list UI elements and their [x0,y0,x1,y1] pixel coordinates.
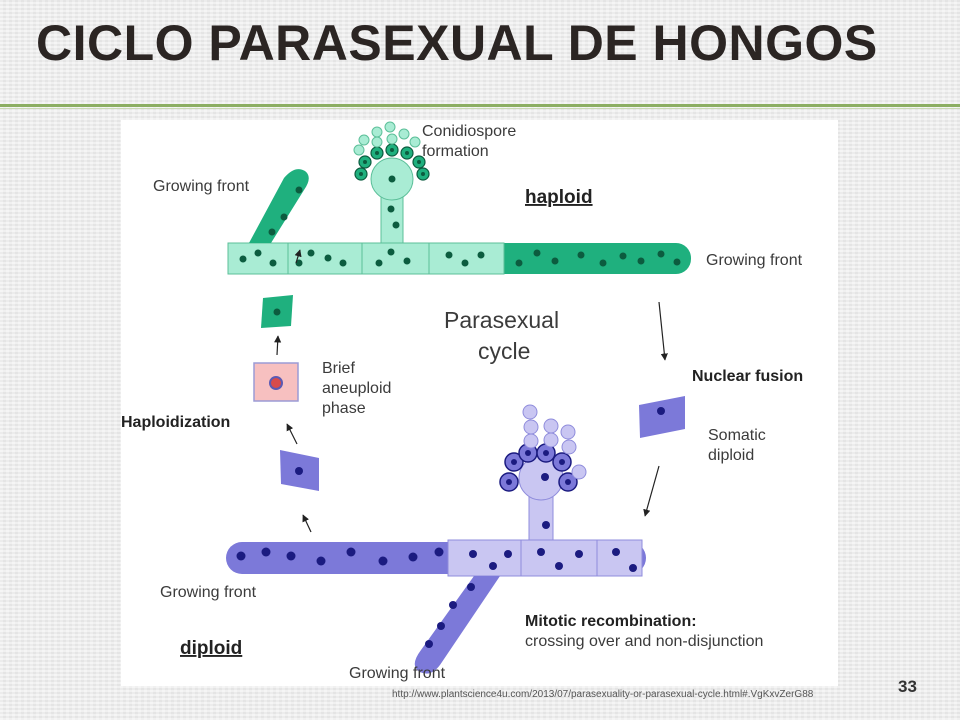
label-cycle: cycle [478,338,530,364]
label-diploid: diploid [180,638,242,659]
haploid-hypha [227,121,691,275]
source-link[interactable]: http://www.plantscience4u.com/2013/07/pa… [392,689,814,700]
diploid-nuclei [236,547,637,572]
label-aneuploid: aneuploid [322,380,391,397]
diploid-branch [414,576,500,674]
arrow-to-diploid-cell [302,514,312,533]
haploid-nuclei [239,248,681,267]
label-growing-front-bottom-left: Growing front [160,584,257,601]
label-brief: Brief [322,360,355,377]
label-parasexual: Parasexual [444,307,559,333]
diagram-canvas: Conidiospore formation Growing front hap… [121,121,803,682]
parasexual-cycle-diagram: Conidiospore formation Growing front hap… [121,120,838,686]
label-diploid-cell: diploid [708,447,754,464]
arrow-to-aneuploid [286,423,298,445]
label-mitotic-1: Mitotic recombination: [525,613,697,630]
conidia-light [353,121,421,156]
label-phase: phase [322,400,366,417]
label-growing-front-top-right: Growing front [706,252,803,269]
label-growing-front-bottom: Growing front [349,665,446,682]
label-haploid: haploid [525,187,593,208]
diploid-hypha-new-segment [447,539,643,577]
title-divider-shadow [0,108,960,109]
label-nuclear-fusion: Nuclear fusion [692,368,803,385]
haploid-branch [249,169,309,243]
diploid-conidiophore [499,404,587,541]
somatic-diploid-cell [639,396,685,438]
haploid-hypha-old-segment [227,242,505,275]
arrow-to-haploid-cell [274,335,282,356]
label-conidiospore-2: formation [422,143,489,160]
label-somatic: Somatic [708,427,766,444]
arrow-to-recombination [643,465,660,517]
aneuploid-cell [253,362,299,402]
diploid-cell-left [280,450,319,491]
title-divider [0,104,960,107]
haploid-cell [261,295,293,328]
label-growing-front-top-left: Growing front [153,178,250,195]
cycle-arrows [274,249,668,533]
arrow-to-haploid-hypha [294,249,302,264]
slide-title: CICLO PARASEXUAL DE HONGOS [36,15,878,71]
label-haploidization: Haploidization [121,414,230,431]
label-conidiospore-1: Conidiospore [422,123,516,140]
diploid-hypha [226,404,646,674]
haploid-conidiophore [353,121,430,244]
conidia-light-purple [522,404,587,480]
page-number: 33 [898,677,917,696]
arrow-to-fusion [658,301,668,361]
label-mitotic-2: crossing over and non-disjunction [525,633,763,650]
